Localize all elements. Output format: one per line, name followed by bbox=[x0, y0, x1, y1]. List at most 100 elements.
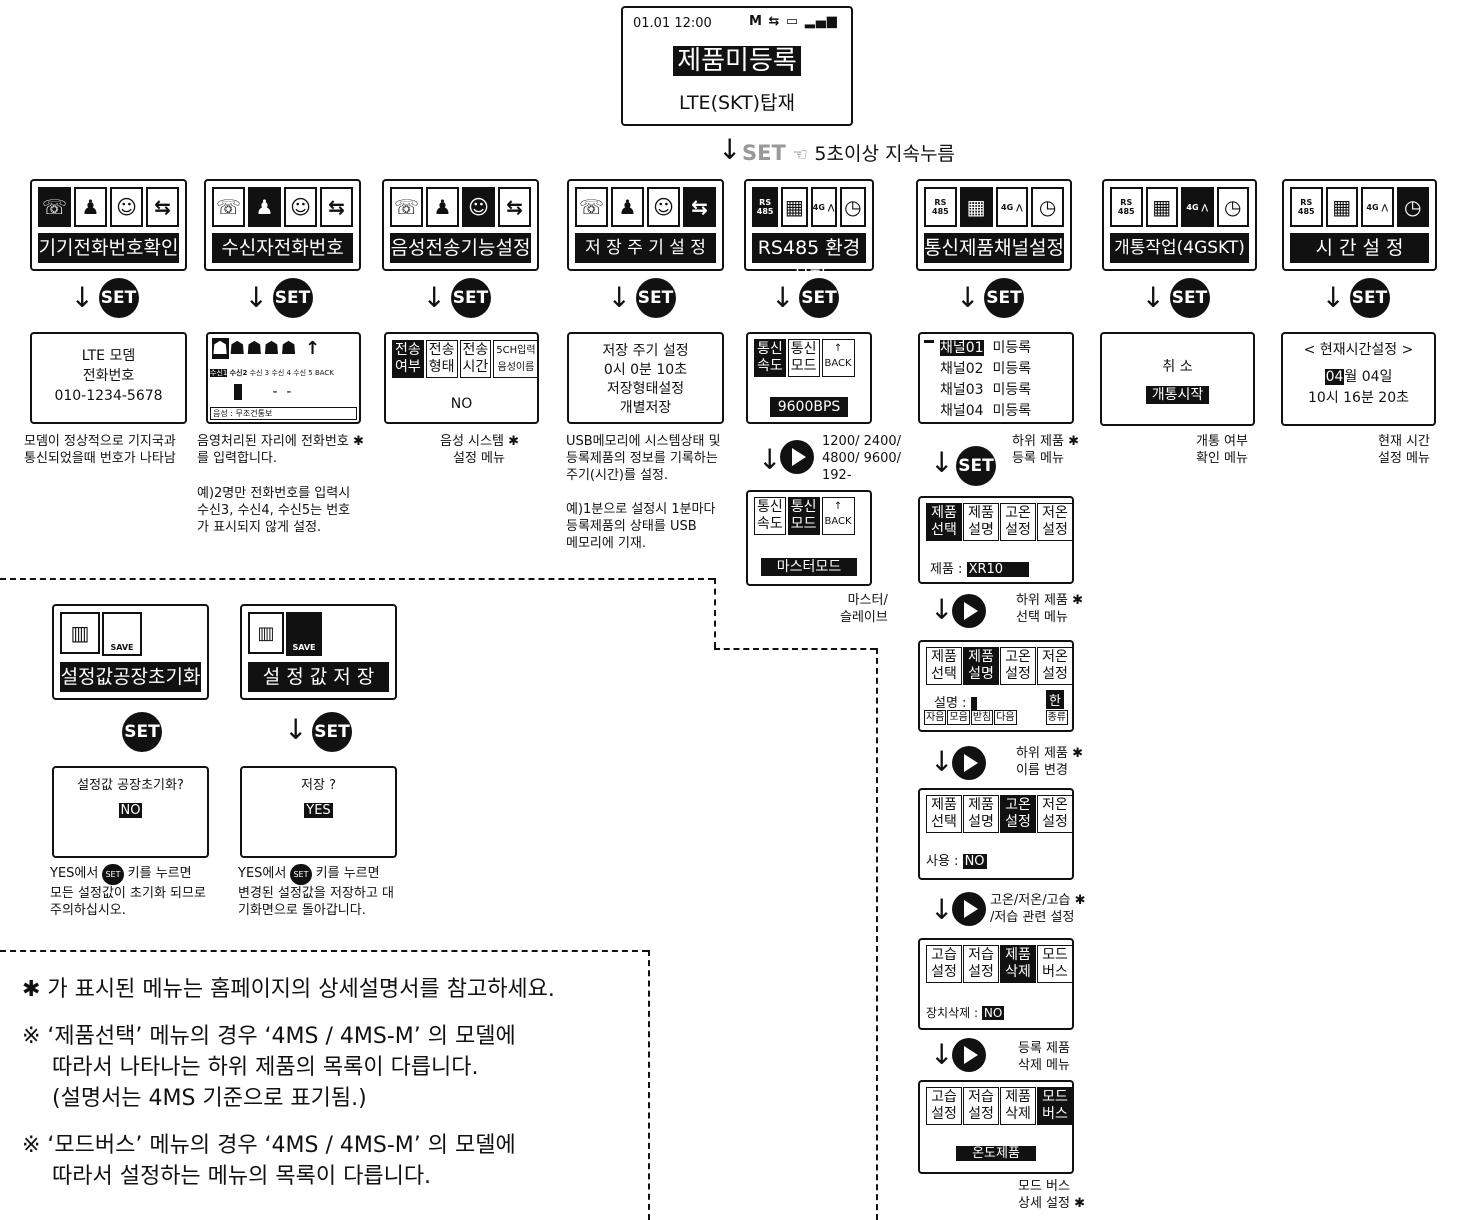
main-screen: 01.01 12:00 M ⇆ ▭ ▂▄▆ 제품미등록 LTE(SKT)탑재 bbox=[621, 6, 853, 126]
up-arrow-icon: ↑ bbox=[833, 343, 843, 354]
product-tab[interactable]: 고습 설정 bbox=[926, 945, 962, 983]
product-tab[interactable]: 제품 삭제 bbox=[1000, 945, 1036, 983]
product-tab[interactable]: 제품 삭제 bbox=[1000, 1087, 1036, 1125]
voice-tab[interactable]: 전송 형태 bbox=[425, 340, 458, 378]
cancel-option[interactable]: 취 소 bbox=[1162, 359, 1193, 375]
keypad-key[interactable]: 다음 bbox=[994, 710, 1017, 725]
voice-tab[interactable]: 전송 여부 bbox=[392, 340, 424, 378]
back-button[interactable]: ↑BACK bbox=[821, 339, 855, 377]
product-tab[interactable]: 저습 설정 bbox=[963, 1087, 999, 1125]
open-screen: 취 소 개통시작 bbox=[1100, 332, 1255, 426]
set-button-icon: SET bbox=[450, 278, 491, 318]
product-tab[interactable]: 제품 설명 bbox=[963, 503, 999, 541]
menu-title: 수신자전화번호 bbox=[212, 233, 353, 263]
voice-status: 음성 : 무조건통보 bbox=[210, 407, 357, 420]
menu-card[interactable]: ☏♟☺⇆저 장 주 기 설 정 bbox=[567, 179, 724, 271]
back-button[interactable]: ↑BACK bbox=[821, 497, 855, 535]
rs485-mode-screen: 통신 속도 통신 모드 ↑BACK 마스터모드 bbox=[746, 490, 872, 586]
down-arrow-icon: ↓ bbox=[1141, 281, 1165, 314]
tab-comm-speed[interactable]: 통신 속도 bbox=[754, 339, 786, 377]
menu-card[interactable]: ☏♟☺⇆수신자전화번호 bbox=[204, 179, 361, 271]
product-tab[interactable]: 제품 선택 bbox=[926, 503, 962, 541]
main-subtitle: LTE(SKT)탑재 bbox=[678, 92, 796, 114]
tower-icon: 4G ⋀ bbox=[810, 187, 837, 227]
factory-reset-menu[interactable]: ▥ SAVE 설정값공장초기화 bbox=[52, 604, 209, 700]
set-instruction: SET ☜ 5초이상 지속누름 bbox=[742, 141, 955, 165]
menu-card[interactable]: ☏♟☺⇆음성전송기능설정 bbox=[382, 179, 539, 271]
phone-icon: ☏ bbox=[38, 187, 71, 227]
device-icon: ▦ bbox=[959, 187, 993, 227]
usb-stick-icon: ⇆ bbox=[498, 187, 531, 227]
product-tab[interactable]: 저온 설정 bbox=[1037, 795, 1073, 833]
clock-icon: ◷ bbox=[1216, 187, 1249, 227]
down-arrow-icon: ↓ bbox=[956, 281, 980, 314]
down-arrow-icon: ↓ bbox=[930, 893, 954, 926]
product-tab[interactable]: 저온 설정 bbox=[1037, 647, 1073, 685]
speaker-person-icon: ♟ bbox=[611, 187, 644, 227]
channel-row[interactable]: 채널04 미등록 bbox=[940, 401, 1031, 422]
product-tab[interactable]: 제품 설명 bbox=[963, 647, 999, 685]
phone-number-screen: LTE 모뎀 전화번호 010-1234-5678 bbox=[30, 332, 187, 424]
keypad-key[interactable]: 받침 bbox=[970, 710, 994, 725]
footer-note-product: ※ ‘제품선택’ 메뉴의 경우 ‘4MS / 4MS-M’ 의 모델에 bbox=[22, 1024, 516, 1049]
down-arrow-icon: ↓ bbox=[607, 281, 631, 314]
back-arrow-icon: ↑ bbox=[297, 338, 322, 359]
footer-note-star: ✱ 가 표시된 메뉴는 홈페이지의 상세설명서를 참고하세요. bbox=[22, 977, 555, 1002]
rs485-mode-note: 마스터/ 슬레이브 bbox=[840, 593, 888, 625]
voice-tab[interactable]: 5CH입력 음성이름 bbox=[493, 340, 539, 378]
factory-reset-value[interactable]: NO bbox=[118, 803, 143, 818]
product-tab[interactable]: 제품 선택 bbox=[926, 795, 962, 833]
receiver-screen: ☗☗☗☗☗ ↑ 수신1 수신2 수신 3 수신 4 수신 5 BACK - - … bbox=[206, 332, 361, 424]
main-title: 제품미등록 bbox=[623, 44, 851, 78]
product-tab[interactable]: 모드 버스 bbox=[1037, 1087, 1073, 1125]
signal-icon: ▂▄▆ bbox=[804, 14, 838, 29]
product-tab[interactable]: 고온 설정 bbox=[1000, 503, 1036, 541]
voice-tab[interactable]: 전송 시간 bbox=[459, 340, 492, 378]
factory-reset-note: YES에서 SET 키를 누르면 모든 설정값이 초기화 되므로 주의하십시오. bbox=[50, 864, 206, 918]
keypad-kind[interactable]: 종류 bbox=[1045, 710, 1068, 725]
speaking-face-icon: ☺ bbox=[647, 187, 680, 227]
product-tab[interactable]: 고습 설정 bbox=[926, 1087, 962, 1125]
start-open-option[interactable]: 개통시작 bbox=[1145, 386, 1210, 404]
tab-comm-speed[interactable]: 통신 속도 bbox=[754, 497, 786, 535]
hangul-mode[interactable]: 한 bbox=[1046, 690, 1064, 709]
product-tab[interactable]: 제품 설명 bbox=[963, 795, 999, 833]
down-arrow-icon: ↓ bbox=[244, 281, 268, 314]
channel-status: 미등록 bbox=[992, 382, 1032, 398]
product-tab[interactable]: 저온 설정 bbox=[1037, 503, 1073, 541]
product-tab[interactable]: 고온 설정 bbox=[1000, 795, 1036, 833]
tab-comm-mode[interactable]: 통신 모드 bbox=[787, 339, 820, 377]
keypad-key[interactable]: 자음 bbox=[924, 710, 947, 725]
channel-row[interactable]: 채널03 미등록 bbox=[940, 380, 1031, 401]
channel-row[interactable]: 채널02 미등록 bbox=[940, 359, 1031, 380]
menu-card[interactable]: ☏♟☺⇆기기전화번호확인 bbox=[30, 179, 187, 271]
down-arrow-icon: ↓ bbox=[422, 281, 446, 314]
tower-icon: 4G ⋀ bbox=[1361, 187, 1394, 227]
separator bbox=[0, 578, 714, 580]
channel-row[interactable]: 채널01 미등록 bbox=[940, 338, 1031, 359]
tab-comm-mode[interactable]: 통신 모드 bbox=[787, 497, 820, 535]
product-tab[interactable]: 제품 선택 bbox=[926, 647, 962, 685]
month-field[interactable]: 04 bbox=[1324, 369, 1345, 385]
save-settings-menu[interactable]: ▥ SAVE 설 정 값 저 장 bbox=[240, 604, 397, 700]
product-tab[interactable]: 고온 설정 bbox=[1000, 647, 1036, 685]
product-tab[interactable]: 모드 버스 bbox=[1037, 945, 1073, 983]
tower-icon: 4G ⋀ bbox=[1181, 187, 1214, 227]
speaking-face-icon: ☺ bbox=[284, 187, 317, 227]
play-icon bbox=[952, 746, 986, 780]
set-button-icon: SET bbox=[635, 278, 676, 318]
menu-title: 음성전송기능설정 bbox=[390, 233, 531, 263]
set-button-icon: SET bbox=[312, 712, 352, 752]
down-arrow-icon: ↓ bbox=[718, 133, 742, 166]
factory-reset-screen: 설정값 공장초기화? NO bbox=[52, 766, 209, 858]
play-icon bbox=[952, 594, 986, 628]
save-settings-value[interactable]: YES bbox=[304, 803, 333, 818]
keypad-key[interactable]: 모음 bbox=[947, 710, 970, 725]
save-cycle-note: USB메모리에 시스템상태 및 등록제품의 정보를 기록하는 주기(시간)를 설… bbox=[566, 434, 721, 551]
product-tab[interactable]: 저습 설정 bbox=[963, 945, 999, 983]
